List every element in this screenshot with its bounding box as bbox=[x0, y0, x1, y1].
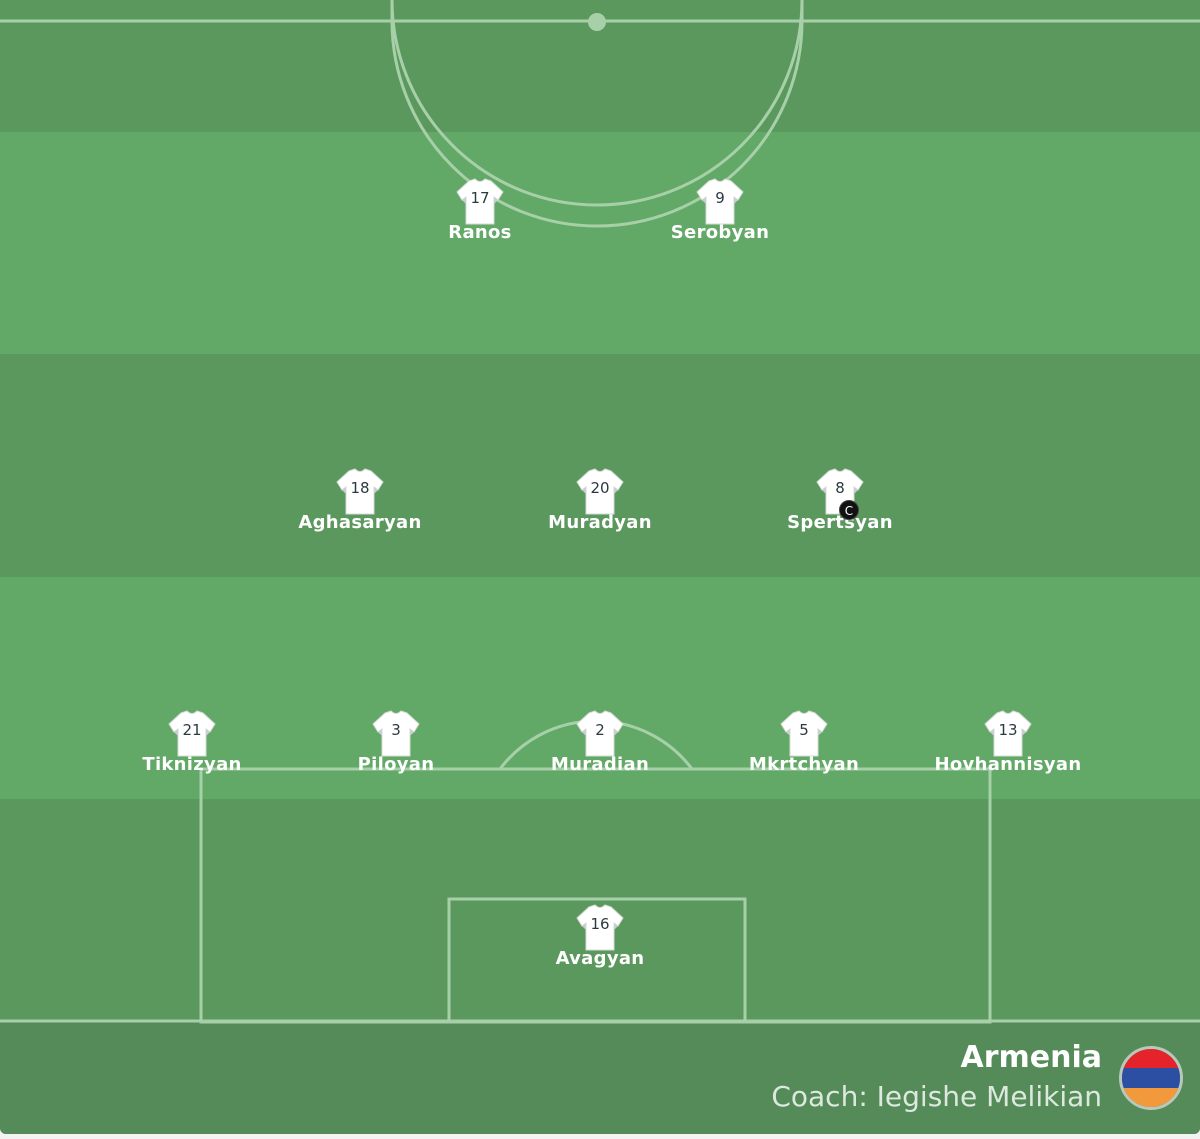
player-tiknizyan[interactable]: 21 Tiknizyan bbox=[112, 710, 272, 775]
player-spertsyan[interactable]: 8 C Spertsyan bbox=[760, 468, 920, 533]
flag-stripe-orange bbox=[1122, 1087, 1180, 1107]
player-name: Serobyan bbox=[670, 222, 770, 243]
player-name: Piloyan bbox=[357, 754, 435, 775]
player-name: Muradyan bbox=[548, 512, 652, 533]
armenia-flag-icon bbox=[1119, 1046, 1183, 1110]
shirt-icon: 18 bbox=[335, 468, 385, 516]
flag-stripe-blue bbox=[1122, 1068, 1180, 1088]
shirt-icon: 3 bbox=[371, 710, 421, 758]
shirt-number: 17 bbox=[470, 189, 490, 207]
flag-stripe-red bbox=[1122, 1049, 1180, 1069]
shirt-icon: 5 bbox=[779, 710, 829, 758]
shirt-icon: 2 bbox=[575, 710, 625, 758]
player-hovhannisyan[interactable]: 13 Hovhannisyan bbox=[928, 710, 1088, 775]
player-name: Ranos bbox=[448, 222, 512, 243]
player-muradian[interactable]: 2 Muradian bbox=[520, 710, 680, 775]
player-piloyan[interactable]: 3 Piloyan bbox=[316, 710, 476, 775]
pitch-stripe bbox=[0, 132, 1200, 354]
player-serobyan[interactable]: 9 Serobyan bbox=[640, 178, 800, 243]
shirt-icon: 20 bbox=[575, 468, 625, 516]
team-footer bbox=[0, 1020, 1200, 1134]
pitch-stripe bbox=[0, 577, 1200, 799]
shirt-number: 2 bbox=[595, 721, 605, 739]
shirt-icon: 9 bbox=[695, 178, 745, 226]
shirt-number: 18 bbox=[350, 479, 370, 497]
shirt-icon: 21 bbox=[167, 710, 217, 758]
player-mkrtchyan[interactable]: 5 Mkrtchyan bbox=[724, 710, 884, 775]
player-name: Mkrtchyan bbox=[748, 754, 860, 775]
team-name: Armenia bbox=[960, 1040, 1102, 1075]
player-name: Avagyan bbox=[555, 948, 645, 969]
player-name: Aghasaryan bbox=[298, 512, 422, 533]
player-name: Tiknizyan bbox=[142, 754, 242, 775]
shirt-number: 9 bbox=[715, 189, 725, 207]
shirt-number: 3 bbox=[391, 721, 401, 739]
player-aghasaryan[interactable]: 18 Aghasaryan bbox=[280, 468, 440, 533]
pitch-stripe bbox=[0, 354, 1200, 577]
shirt-number: 20 bbox=[590, 479, 610, 497]
coach-name: Coach: Iegishe Melikian bbox=[771, 1080, 1102, 1113]
shirt-number: 21 bbox=[182, 721, 202, 739]
shirt-number: 8 bbox=[835, 479, 845, 497]
shirt-number: 13 bbox=[998, 721, 1018, 739]
player-name: Muradian bbox=[550, 754, 650, 775]
shirt-number: 16 bbox=[590, 915, 610, 933]
shirt-icon: 16 bbox=[575, 904, 625, 952]
shirt-icon: 13 bbox=[983, 710, 1033, 758]
shirt-icon: 8 C bbox=[815, 468, 865, 520]
player-muradyan[interactable]: 20 Muradyan bbox=[520, 468, 680, 533]
player-name: Spertsyan bbox=[787, 512, 893, 533]
shirt-icon: 17 bbox=[455, 178, 505, 226]
player-ranos[interactable]: 17 Ranos bbox=[400, 178, 560, 243]
captain-badge: C bbox=[839, 500, 859, 520]
shirt-number: 5 bbox=[799, 721, 809, 739]
player-avagyan[interactable]: 16 Avagyan bbox=[520, 904, 680, 969]
player-name: Hovhannisyan bbox=[934, 754, 1082, 775]
